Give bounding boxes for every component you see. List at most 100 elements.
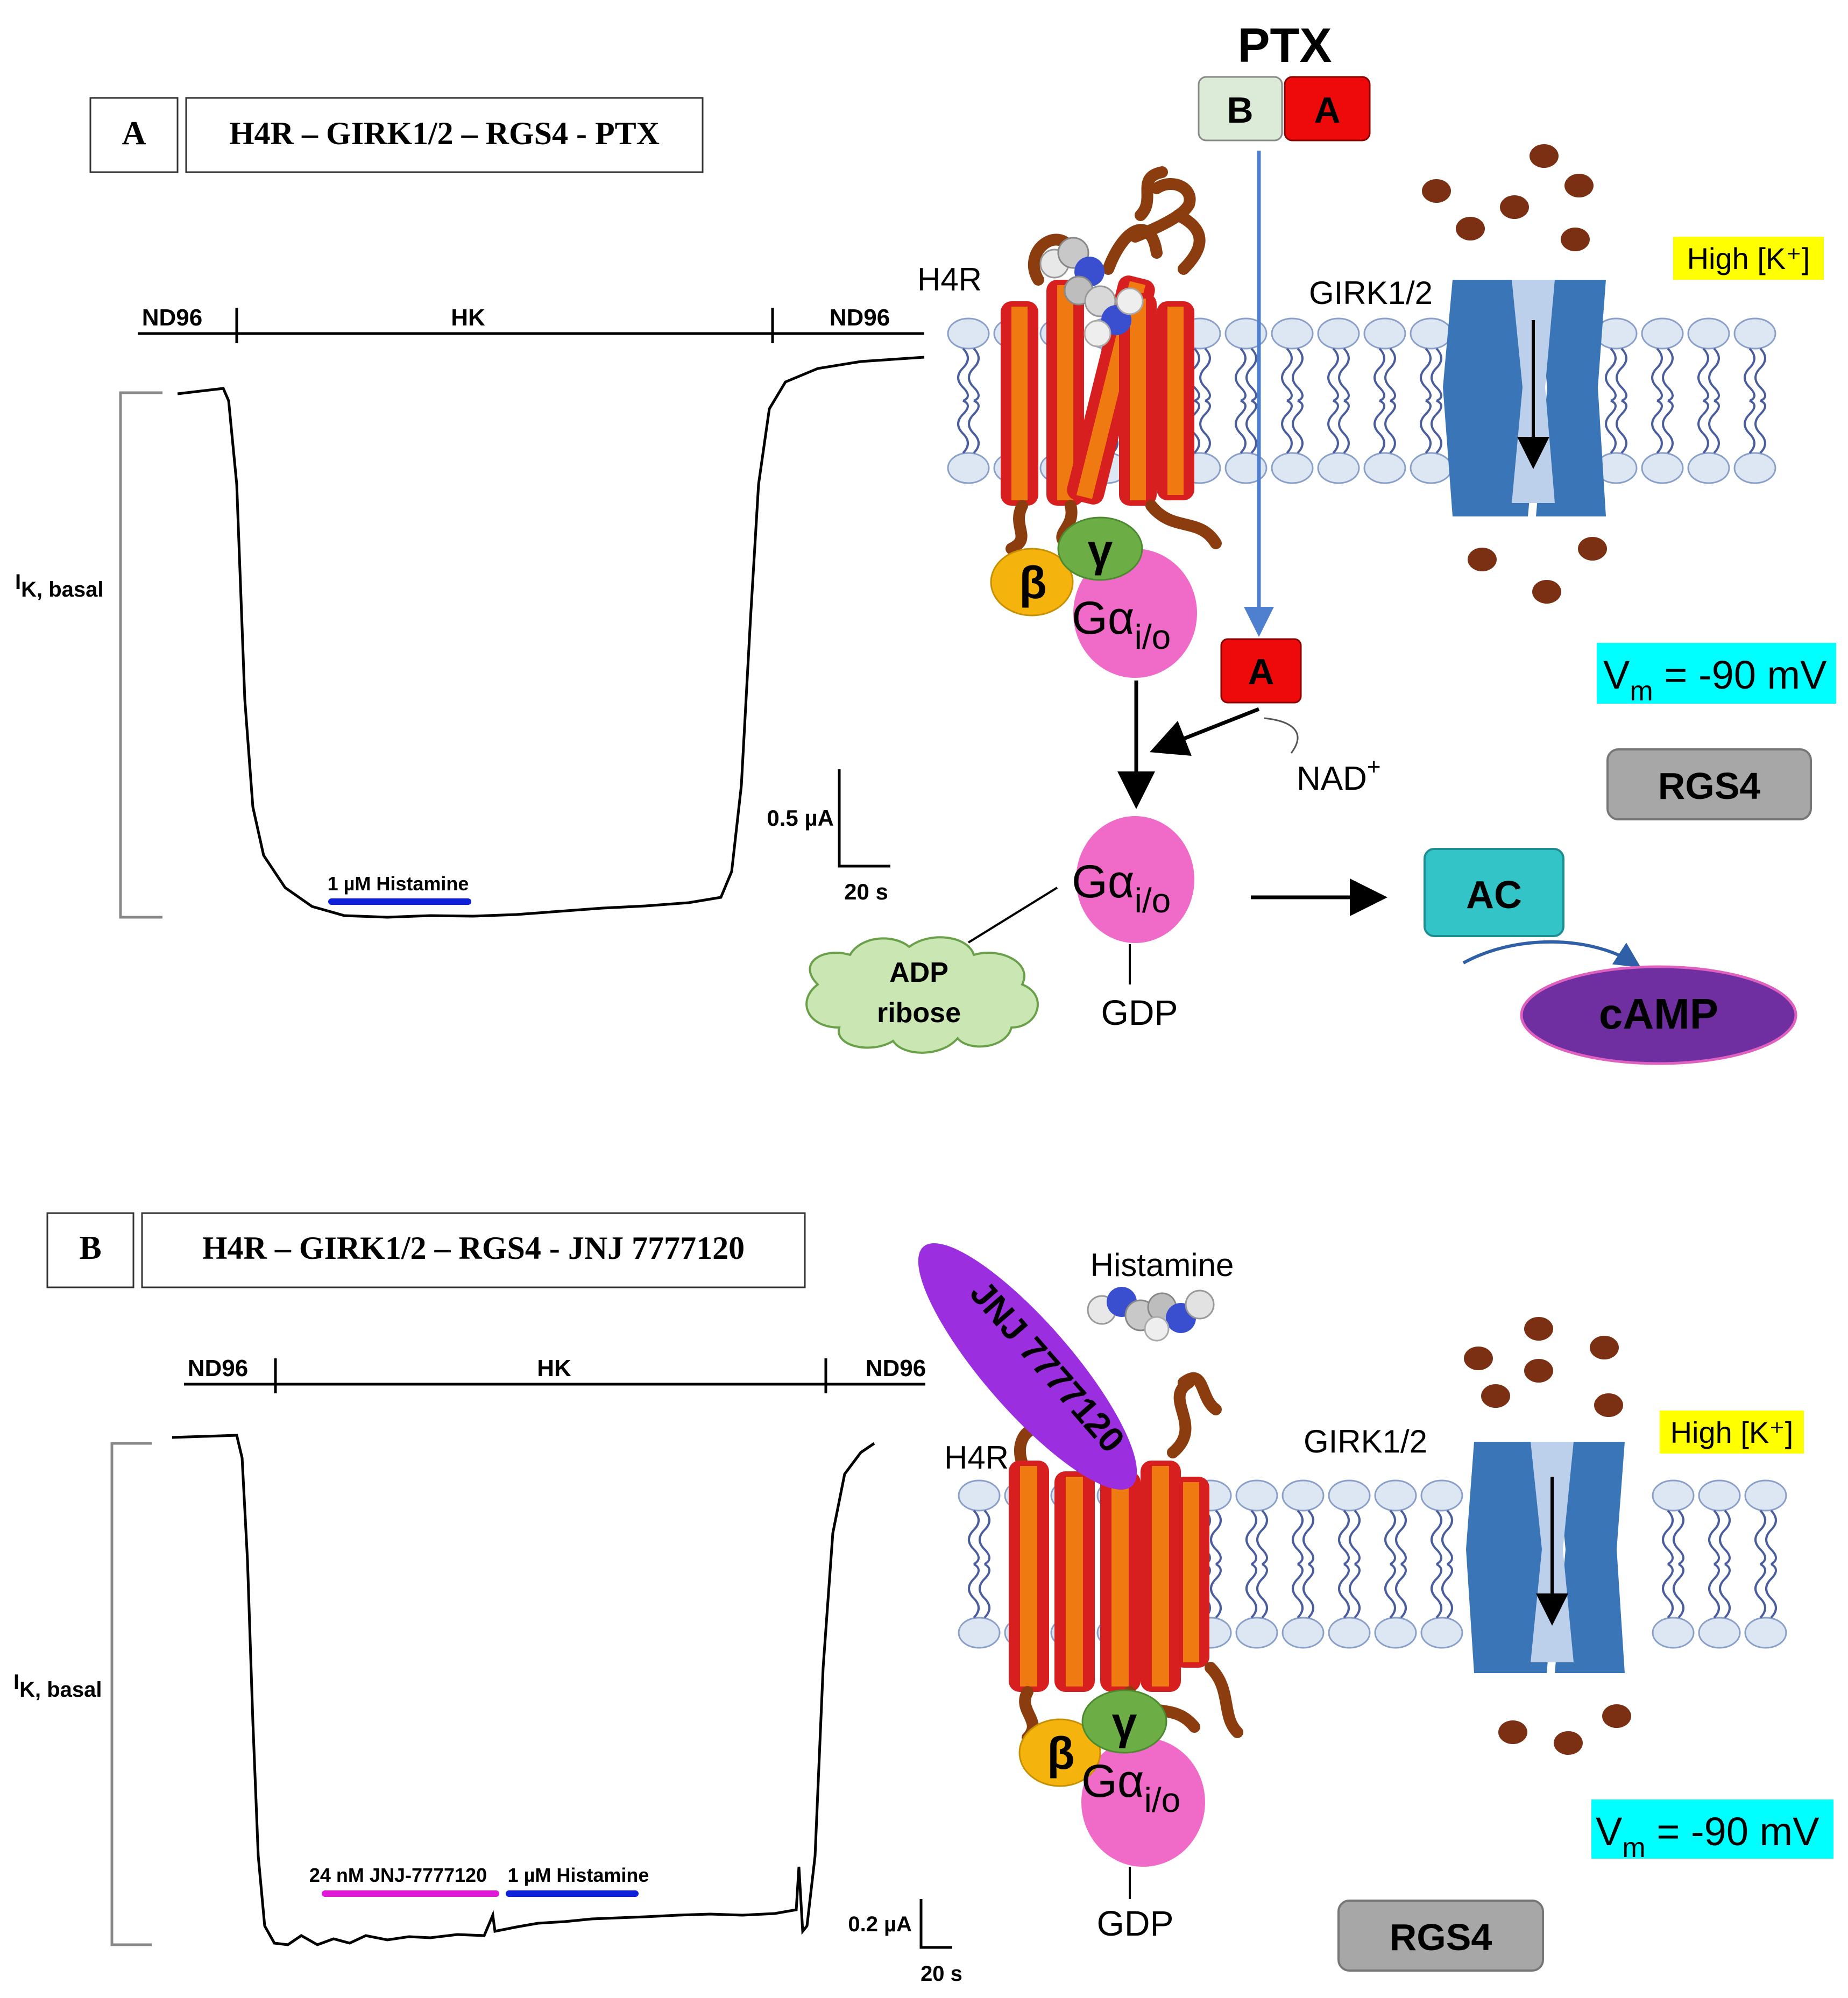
panel-a-nad-arrow bbox=[1149, 707, 1260, 756]
panel-b-scale-bar bbox=[919, 1899, 952, 1949]
panel-a-beta-label: β bbox=[1019, 557, 1046, 608]
panel-a-h4r-label: H4R bbox=[917, 261, 982, 297]
lipid-tail bbox=[1327, 348, 1339, 454]
panel-a-ptx-b-label: B bbox=[1227, 90, 1253, 131]
panel-a-rgs4-label: RGS4 bbox=[1658, 765, 1761, 807]
lipid-tail bbox=[1210, 1510, 1222, 1619]
lipid-tail bbox=[1292, 348, 1304, 454]
panel-a-high-k-label: High [K⁺] bbox=[1687, 242, 1810, 275]
lipid-tail bbox=[1235, 348, 1247, 454]
panel-b-vm-label: Vm = -90 mV bbox=[1596, 1809, 1819, 1864]
lipid-tail bbox=[1431, 1510, 1442, 1619]
lipid-tail bbox=[1662, 1510, 1674, 1619]
potassium-ion bbox=[1524, 1359, 1553, 1383]
panel-a-solution-nd96-end: ND96 bbox=[830, 304, 890, 331]
lipid-tail bbox=[1431, 348, 1442, 454]
lipid-tail bbox=[968, 1510, 980, 1619]
panel-a-girk-label: GIRK1/2 bbox=[1309, 275, 1433, 311]
lipid-head bbox=[1328, 1479, 1371, 1512]
lipid-tail bbox=[1384, 348, 1396, 454]
panel-a-potassium-ions bbox=[1422, 144, 1607, 604]
lipid-head bbox=[1281, 1617, 1325, 1649]
panel-b: B H4R – GIRK1/2 – RGS4 - JNJ 7777120 ND9… bbox=[13, 1212, 1833, 1986]
lipid-tail bbox=[1199, 348, 1211, 454]
panel-b-title-box bbox=[141, 1212, 806, 1288]
lipid-tail bbox=[1349, 1510, 1361, 1619]
panel-b-histamine-bar bbox=[506, 1890, 639, 1897]
lipid-tail bbox=[1338, 1510, 1350, 1619]
panel-a-solution-nd96-start: ND96 bbox=[142, 304, 203, 331]
lipid-head bbox=[1744, 1479, 1787, 1512]
lipid-tail bbox=[1395, 1510, 1407, 1619]
potassium-ion bbox=[1561, 228, 1590, 251]
panel-b-histamine-text: Histamine bbox=[1091, 1247, 1234, 1283]
panel-b-title: H4R – GIRK1/2 – RGS4 - JNJ 7777120 bbox=[202, 1230, 745, 1266]
lipid-head bbox=[1652, 1617, 1695, 1649]
lipid-tail bbox=[1616, 348, 1627, 454]
potassium-ion bbox=[1594, 1393, 1623, 1417]
panel-a-nad-label: NAD+ bbox=[1297, 754, 1381, 797]
lipid-tail bbox=[1384, 1510, 1396, 1619]
lipid-head bbox=[1641, 317, 1684, 350]
panel-a-title: H4R – GIRK1/2 – RGS4 - PTX bbox=[229, 116, 660, 151]
panel-a-ptx-b-subunit bbox=[1198, 76, 1283, 141]
potassium-ion bbox=[1530, 144, 1559, 168]
panel-a-ptx-a-subunit bbox=[1284, 76, 1371, 141]
panel-a-gamma-label: γ bbox=[1088, 525, 1113, 576]
lipid-tail bbox=[1708, 348, 1720, 454]
lipid-tail bbox=[1662, 348, 1674, 454]
panel-a-title-box bbox=[185, 97, 704, 173]
panel-a-adp-line bbox=[967, 887, 1058, 944]
lipid-head bbox=[1363, 452, 1406, 484]
lipid-head bbox=[1271, 452, 1314, 484]
panel-a-vm-label: Vm = -90 mV bbox=[1603, 653, 1827, 707]
panel-a-galpha bbox=[1073, 549, 1197, 678]
panel-a-solution-bar: ND96 HK ND96 bbox=[138, 304, 924, 343]
lipid-head bbox=[1652, 1479, 1695, 1512]
lipid-head bbox=[947, 317, 990, 350]
panel-a-ptx-label: PTX bbox=[1237, 19, 1332, 73]
panel-b-letter-box bbox=[46, 1212, 134, 1288]
panel-b-scale-time: 20 s bbox=[921, 1962, 962, 1986]
lipid-head bbox=[1687, 452, 1730, 484]
potassium-ion bbox=[1481, 1384, 1510, 1408]
potassium-ion bbox=[1564, 174, 1594, 197]
lipid-tail bbox=[957, 348, 969, 454]
lipid-tail bbox=[1744, 348, 1755, 454]
panel-a-histamine-bar bbox=[328, 898, 471, 905]
panel-a-high-k-box bbox=[1673, 237, 1824, 280]
panel-a-scale-current: 0.5 µA bbox=[767, 805, 834, 831]
lipid-tail bbox=[1256, 1510, 1268, 1619]
lipid-head bbox=[958, 1617, 1001, 1649]
lipid-tail bbox=[979, 1510, 990, 1619]
panel-a-ptx-a-label: A bbox=[1314, 90, 1340, 131]
panel-b-beta-label: β bbox=[1047, 1728, 1074, 1779]
panel-b-beta bbox=[1018, 1718, 1101, 1787]
panel-a-camp-arrow bbox=[1462, 940, 1641, 968]
panel-a-basal-bracket bbox=[119, 391, 162, 919]
lipid-tail bbox=[1292, 1510, 1304, 1619]
panel-a-histamine-label: 1 µM Histamine bbox=[328, 873, 469, 895]
lipid-head bbox=[1363, 317, 1406, 350]
lipid-head bbox=[1224, 317, 1268, 350]
lipid-tail bbox=[1441, 1510, 1453, 1619]
panel-b-gamma bbox=[1081, 1689, 1167, 1754]
panel-a-letter-box bbox=[89, 97, 179, 173]
lipid-head bbox=[1317, 452, 1360, 484]
panel-b-basal-bracket bbox=[110, 1442, 152, 1946]
panel-b-high-k-label: High [K⁺] bbox=[1670, 1415, 1794, 1449]
panel-a-galpha-adp-label: Gαi/o bbox=[1072, 856, 1171, 920]
panel-b-gdp-label: GDP bbox=[1096, 1903, 1173, 1943]
panel-a-y-label: IK, basal bbox=[15, 570, 104, 601]
panel-b-scale-current: 0.2 µA bbox=[848, 1912, 912, 1936]
potassium-ion bbox=[1464, 1347, 1493, 1370]
lipid-head bbox=[1410, 452, 1453, 484]
lipid-head bbox=[1374, 1479, 1417, 1512]
potassium-ion bbox=[1456, 217, 1485, 240]
lipid-head bbox=[1698, 1617, 1741, 1649]
lipid-head bbox=[1641, 452, 1684, 484]
lipid-head bbox=[1271, 317, 1314, 350]
lipid-tail bbox=[1373, 348, 1385, 454]
lipid-head bbox=[1235, 1479, 1278, 1512]
panel-b-y-label: IK, basal bbox=[13, 1670, 102, 1702]
